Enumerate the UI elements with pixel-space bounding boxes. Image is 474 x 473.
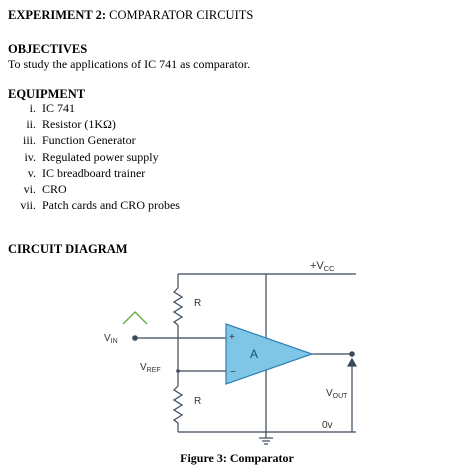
input-waveform-icon: [122, 310, 148, 325]
item-label: IC breadboard trainer: [42, 165, 146, 180]
item-number: iii.: [22, 133, 36, 148]
item-number: vi.: [23, 181, 36, 196]
output-terminal: [349, 351, 355, 357]
inverting-minus-label: −: [230, 367, 236, 378]
item-number: v.: [27, 165, 36, 180]
vin-label: VIN: [104, 333, 118, 345]
vout-arrow-icon: [346, 357, 358, 432]
figure-caption: Figure 3: Comparator: [180, 451, 294, 465]
opamp-triangle: [225, 323, 314, 385]
experiment-name: COMPARATOR CIRCUITS: [106, 8, 254, 22]
non-inverting-plus-label: +: [229, 332, 235, 343]
equipment-list: i. IC 741 ii. Resistor (1KΩ) iii. Function …: [0, 101, 300, 214]
objectives-heading: OBJECTIVES: [8, 42, 88, 56]
list-item: vii. Patch cards and CRO probes: [0, 198, 300, 214]
junction-dot: [176, 369, 180, 373]
input-terminal: [132, 335, 138, 341]
item-label: Resistor (1KΩ): [42, 117, 116, 132]
list-item: i. IC 741: [0, 101, 300, 117]
list-item: iv. Regulated power supply: [0, 150, 300, 166]
ground-icon: [259, 432, 273, 445]
item-label: Patch cards and CRO probes: [42, 198, 180, 213]
opamp-label: A: [250, 347, 258, 361]
list-item: vi. CRO: [0, 182, 300, 198]
circuit-heading: CIRCUIT DIAGRAM: [8, 242, 128, 256]
ground-label: 0v: [322, 420, 333, 431]
resistor-bottom-zigzag: [172, 385, 184, 424]
item-number: ii.: [26, 117, 36, 132]
experiment-title: EXPERIMENT 2: COMPARATOR CIRCUITS: [8, 8, 253, 23]
item-label: IC 741: [42, 101, 75, 115]
circuit-wires: [135, 273, 356, 433]
vcc-label: +VCC: [310, 260, 335, 273]
resistor-bottom-label: R: [194, 396, 201, 407]
experiment-number: EXPERIMENT 2:: [8, 8, 107, 22]
list-item: ii. Resistor (1KΩ): [0, 117, 300, 133]
item-number: iv.: [24, 149, 36, 164]
item-label: Regulated power supply: [42, 149, 159, 164]
vref-label: VREF: [140, 362, 161, 374]
item-number: vii.: [20, 198, 36, 213]
comparator-circuit-diagram: +VCC VIN VREF VOUT R R + − A 0v: [104, 260, 358, 445]
item-number: i.: [29, 101, 36, 115]
list-item: v. IC breadboard trainer: [0, 166, 300, 182]
item-label: Function Generator: [42, 133, 136, 148]
resistor-top-zigzag: [172, 287, 184, 326]
resistor-top-label: R: [194, 298, 201, 309]
objectives-text: To study the applications of IC 741 as c…: [8, 57, 251, 71]
equipment-heading: EQUIPMENT: [8, 87, 86, 101]
item-label: CRO: [42, 181, 67, 196]
vout-label: VOUT: [326, 388, 348, 400]
list-item: iii. Function Generator: [0, 133, 300, 149]
